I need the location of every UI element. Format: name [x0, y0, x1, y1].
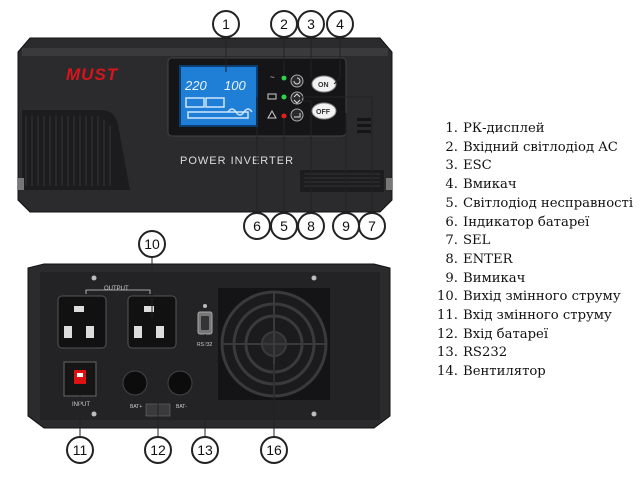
- battery-terminal-negative: [167, 370, 193, 396]
- lcd-value-right: 100: [224, 78, 246, 93]
- callout-1: 1: [212, 10, 240, 38]
- legend-item: 14. Вентилятор: [430, 363, 635, 382]
- front-panel: MUST POWER INVERTER 220 100 ~: [17, 37, 393, 213]
- legend-number: 1.: [445, 121, 458, 136]
- legend-text: Вихід змінного струму: [463, 289, 621, 305]
- legend-text: Вимикач: [463, 270, 526, 286]
- legend-text: Вхід батареї: [463, 326, 549, 342]
- output-label: OUTPUT: [104, 286, 129, 292]
- legend-text: SEL: [463, 233, 491, 249]
- legend-text: ENTER: [463, 251, 513, 267]
- callout-6: 6: [243, 212, 271, 240]
- front-leader-lines: [225, 36, 373, 214]
- callout-12: 12: [144, 436, 172, 464]
- legend-number: 4.: [445, 177, 458, 193]
- legend-item: 7. SEL: [430, 232, 635, 251]
- input-label: INPUT: [72, 402, 90, 408]
- battery-symbol-icon: [267, 93, 277, 100]
- lcd-graphics: [185, 97, 253, 119]
- ac-input-led: [281, 75, 287, 81]
- esc-button[interactable]: [290, 74, 304, 88]
- legend-text: ESC: [463, 158, 492, 174]
- legend-text: Індикатор батареї: [463, 214, 590, 230]
- screws: [91, 275, 317, 417]
- fault-symbol-icon: [267, 109, 277, 119]
- lcd-value-left: 220: [184, 78, 207, 93]
- legend-item: 4. Вмикач: [430, 176, 635, 195]
- ac-output-socket-1: [57, 295, 107, 349]
- ac-output-socket-2: [127, 295, 177, 349]
- legend-number: 13.: [437, 345, 458, 361]
- legend-item: 3. ESC: [430, 157, 635, 176]
- legend-number: 2.: [445, 139, 458, 155]
- ac-symbol-icon: ~: [270, 73, 275, 82]
- legend-text: РК-дисплей: [463, 121, 545, 136]
- brand-logo: MUST: [66, 65, 119, 84]
- callout-3: 3: [297, 10, 325, 38]
- legend-number: 8.: [445, 251, 458, 267]
- legend-item: 6. Індикатор батареї: [430, 214, 635, 233]
- legend-item: 11. Вхід змінного струму: [430, 307, 635, 326]
- legend-text: RS232: [463, 345, 508, 361]
- callout-5: 5: [270, 212, 298, 240]
- legend-number: 3.: [445, 158, 458, 174]
- legend-number: 14.: [437, 364, 458, 380]
- svg-text:ON: ON: [318, 82, 329, 89]
- callout-11: 11: [66, 436, 94, 464]
- back-leader-lines: [79, 256, 275, 438]
- enter-button[interactable]: [290, 108, 304, 122]
- legend-number: 12.: [437, 326, 458, 342]
- legend-item: 5. Світлодіод несправності: [430, 195, 635, 214]
- legend-item: 2. Вхідний світлодіод AC: [430, 139, 635, 158]
- legend-text: Вхідний світлодіод AC: [463, 139, 618, 155]
- rs232-port: [197, 311, 213, 335]
- callout-2: 2: [270, 10, 298, 38]
- legend-number: 5.: [445, 195, 458, 211]
- callout-10: 10: [138, 230, 166, 258]
- bat-minus-label: BAT-: [176, 404, 187, 410]
- legend-item: 10. Вихід змінного струму: [430, 288, 635, 307]
- esc-icon: [293, 77, 301, 85]
- battery-led: [281, 94, 287, 100]
- enter-icon: [294, 113, 301, 118]
- on-button[interactable]: ON: [311, 75, 337, 93]
- legend-text: Світлодіод несправності: [463, 195, 634, 211]
- legend-number: 11.: [437, 308, 458, 324]
- legend-item: 1. РК-дисплей: [430, 120, 635, 139]
- fault-led: [281, 113, 287, 119]
- lcd-display: [179, 65, 258, 127]
- callout-16: 16: [260, 436, 288, 464]
- bat-plus-label: BAT+: [130, 404, 142, 410]
- legend-item: 13. RS232: [430, 344, 635, 363]
- legend-text: Вмикач: [463, 177, 517, 193]
- back-panel: OUTPUT INPUT BAT+ BAT-: [27, 263, 391, 429]
- legend-text: Вентилятор: [463, 364, 546, 380]
- legend-item: 8. ENTER: [430, 251, 635, 270]
- side-slots: [357, 118, 371, 133]
- legend-item: 9. Вимикач: [430, 270, 635, 289]
- legend-item: 12. Вхід батареї: [430, 326, 635, 345]
- legend-number: 9.: [445, 270, 458, 286]
- callout-7: 7: [358, 212, 386, 240]
- legend-number: 6.: [445, 214, 458, 230]
- callout-4: 4: [326, 10, 354, 38]
- front-vent-right: [304, 173, 380, 187]
- ac-input-socket: [63, 361, 97, 397]
- battery-terminal-positive: [122, 370, 148, 396]
- svg-text:OFF: OFF: [316, 109, 331, 116]
- power-inverter-label: POWER INVERTER: [180, 155, 294, 167]
- legend-list: 1. РК-дисплей 2. Вхідний світлодіод AC 3. E…: [430, 120, 635, 382]
- legend-number: 10.: [437, 289, 458, 305]
- callout-8: 8: [297, 212, 325, 240]
- sel-button[interactable]: [290, 91, 304, 105]
- off-button[interactable]: OFF: [311, 102, 337, 120]
- legend-number: 7.: [445, 233, 458, 249]
- callout-13: 13: [191, 436, 219, 464]
- front-vent-left: [25, 116, 111, 186]
- callout-9: 9: [332, 212, 360, 240]
- legend-text: Вхід змінного струму: [463, 308, 612, 324]
